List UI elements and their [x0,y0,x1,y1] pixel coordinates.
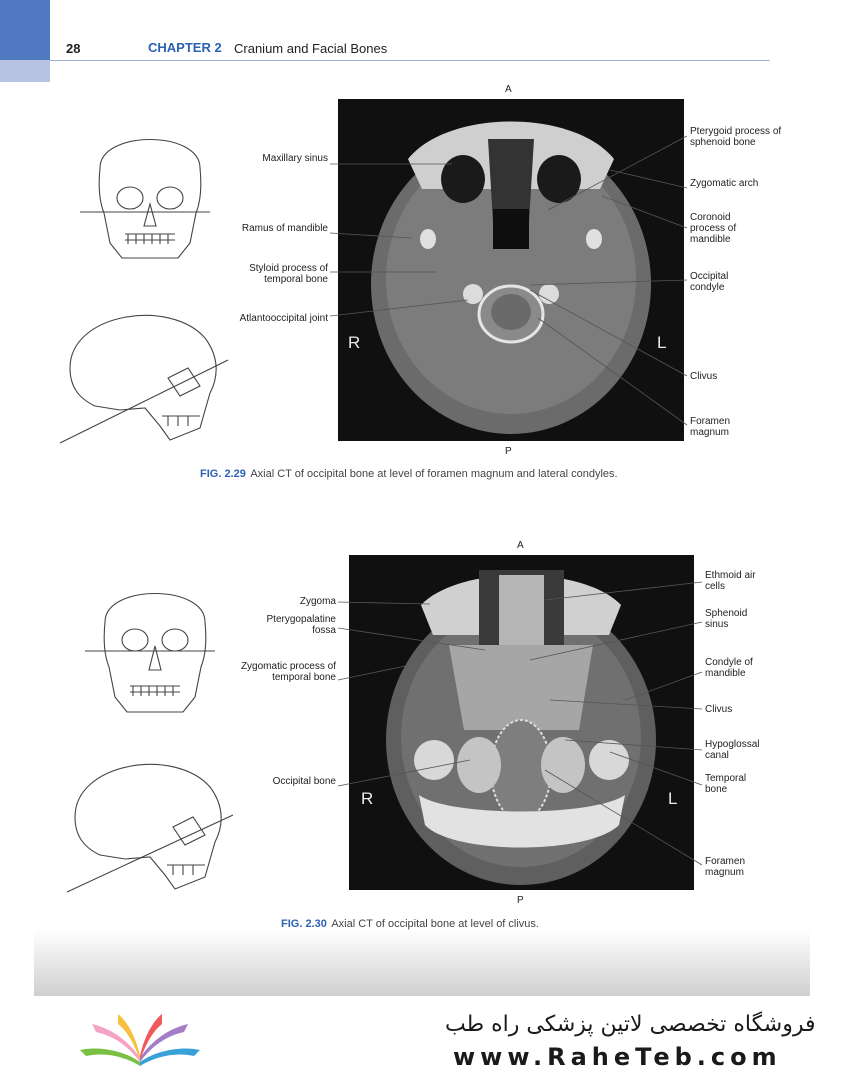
label-zygomatic-arch: Zygomatic arch [690,178,759,189]
label-maxillary-sinus: Maxillary sinus [262,153,328,164]
header-rule [50,60,770,61]
chapter-title: Cranium and Facial Bones [234,41,388,56]
book-logo-icon [80,1014,200,1066]
fig1-caption: FIG. 2.29 Axial CT of occipital bone at … [200,464,618,482]
fig1-posterior-marker: P [505,446,512,457]
skull-lateral-drawing [59,314,229,444]
page-number: 28 [66,41,81,56]
fig1-caption-number: FIG. 2.29 [200,468,246,480]
label-coronoid-process: Coronoid process of mandible [690,212,737,245]
header-corner-block [0,0,50,60]
label-atlantooccipital-joint: Atlantooccipital joint [239,313,328,324]
fig2-anterior-marker: A [517,540,524,551]
header-corner-tab [0,60,50,82]
label-ethmoid-air-cells: Ethmoid air cells [705,570,756,592]
label-zygoma: Zygoma [299,596,336,607]
fig2-caption-number: FIG. 2.30 [281,918,327,930]
ct-scan-fig2 [386,570,656,885]
fig2-left-marker: L [668,789,678,808]
label-hypoglossal-canal: Hypoglossal canal [705,739,760,761]
ct-scan-fig1 [371,121,651,434]
fig1-caption-text: Axial CT of occipital bone at level of f… [250,468,618,480]
label-temporal-bone: Temporal bone [705,773,747,795]
fig2-right-marker: R [361,789,374,808]
label-occipital-bone: Occipital bone [272,776,336,787]
fig1-right-marker: R [348,333,361,352]
skull-frontal-drawing [80,138,210,259]
skull-frontal-drawing [85,592,215,713]
label-clivus-fig2: Clivus [705,704,733,715]
shop-url[interactable]: www.RaheTeb.com [453,1043,782,1071]
label-styloid-process: Styloid process of temporal bone [249,263,328,285]
label-ramus-of-mandible: Ramus of mandible [241,223,328,234]
page-bottom-shadow [34,930,810,996]
label-pterygoid-process: Pterygoid process of sphenoid bone [690,126,782,148]
ct-image-fig2 [349,555,694,890]
skull-drawings-fig2 [66,592,234,893]
chapter-label: CHAPTER 2 [148,40,222,55]
label-clivus: Clivus [690,371,718,382]
fig2-caption-text: Axial CT of occipital bone at level of c… [331,918,539,930]
fig1-left-marker: L [657,333,667,352]
fig2-posterior-marker: P [517,895,524,906]
label-condyle-of-mandible: Condyle of mandible [705,657,753,679]
label-sphenoid-sinus: Sphenoid sinus [705,608,748,630]
fig2-caption: FIG. 2.30 Axial CT of occipital bone at … [281,914,539,932]
skull-lateral-drawing [66,763,234,893]
fig1-anterior-marker: A [505,84,512,95]
label-pterygopalatine-fossa: Pterygopalatine fossa [266,614,337,636]
shop-name: فروشگاه تخصصی لاتین پزشکی راه طب [445,1012,816,1037]
label-occipital-condyle: Occipital condyle [690,271,729,293]
skull-drawings-fig1 [59,138,229,444]
label-zygomatic-process: Zygomatic process of temporal bone [240,661,336,683]
ct-image-fig1 [338,99,684,441]
label-foramen-magnum: Foramen magnum [690,416,731,438]
label-foramen-magnum-fig2: Foramen magnum [705,856,746,878]
